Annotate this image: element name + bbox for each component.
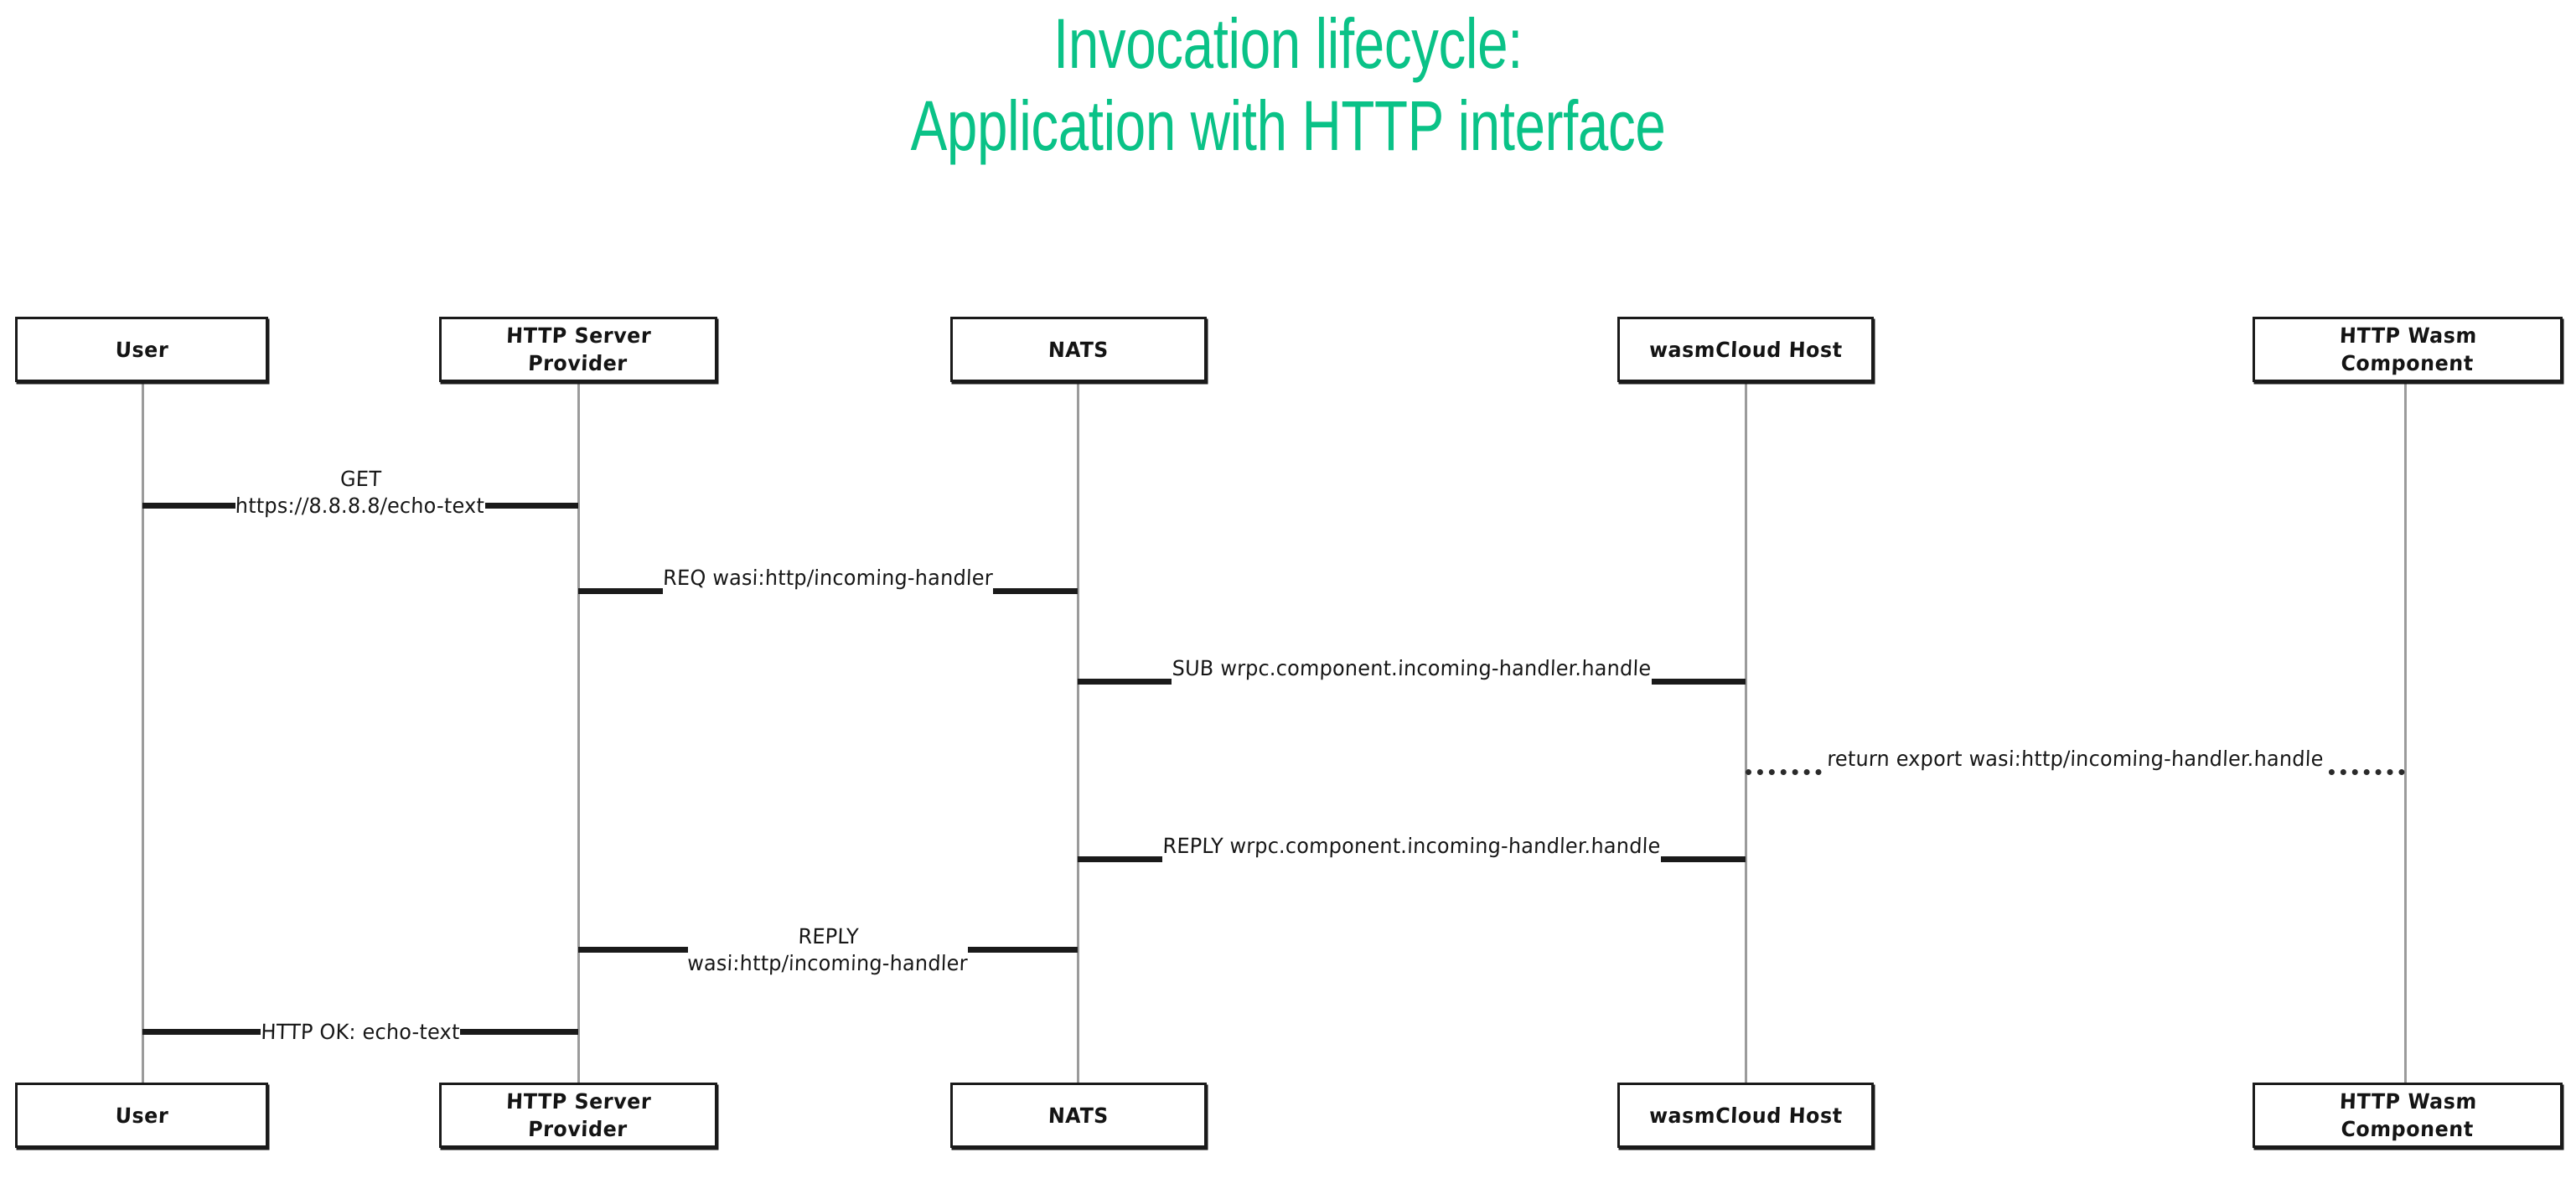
participant-label-provider-bottom: HTTP Server Provider [505, 1089, 652, 1141]
message-7-user-to-provider[interactable]: HTTP OK: echo-text [142, 1020, 578, 1044]
participant-box-provider-bottom[interactable]: HTTP Server Provider [439, 1083, 717, 1148]
participant-box-component-top[interactable]: HTTP Wasm Component [2253, 317, 2563, 382]
participant-label-nats-bottom: NATS [1047, 1103, 1110, 1128]
message-label-backdrop-6 [687, 944, 969, 955]
message-label-backdrop-7 [261, 1026, 460, 1037]
message-label-backdrop-4 [1827, 767, 2324, 778]
participant-label-component-top: HTTP Wasm Component [2339, 323, 2478, 375]
participant-label-user-bottom: User [114, 1103, 169, 1128]
page-title: Invocation lifecycle: Application with H… [0, 8, 2576, 162]
message-2-provider-to-nats[interactable]: REQ wasi:http/incoming-handler [578, 566, 1078, 597]
participant-label-host-bottom: wasmCloud Host [1648, 1103, 1843, 1128]
participant-box-user-top[interactable]: User [15, 317, 268, 382]
lifeline-component [2404, 382, 2407, 1083]
participant-box-component-bottom[interactable]: HTTP Wasm Component [2253, 1083, 2563, 1148]
lifeline-nats [1077, 382, 1079, 1083]
message-label-backdrop-5 [1162, 854, 1661, 865]
message-label-backdrop-1 [235, 500, 485, 511]
lifeline-user [142, 382, 144, 1083]
message-6-provider-to-nats[interactable]: REPLY wasi:http/incoming-handler [578, 924, 1078, 975]
lifeline-provider [577, 382, 580, 1083]
message-4-host-to-component[interactable]: return export wasi:http/incoming-handler… [1746, 747, 2405, 778]
title-line-2: Application with HTTP interface [910, 85, 1666, 165]
lifeline-host [1745, 382, 1747, 1083]
participant-box-host-top[interactable]: wasmCloud Host [1617, 317, 1874, 382]
participant-box-user-bottom[interactable]: User [15, 1083, 268, 1148]
participant-label-provider-top: HTTP Server Provider [505, 323, 652, 375]
title-line-1: Invocation lifecycle: [1053, 4, 1523, 83]
message-5-nats-to-host[interactable]: REPLY wrpc.component.incoming-handler.ha… [1078, 834, 1746, 865]
participant-label-component-bottom: HTTP Wasm Component [2339, 1089, 2478, 1141]
message-1-user-to-provider[interactable]: GET https://8.8.8.8/echo-text [142, 467, 578, 518]
message-label-backdrop-2 [663, 586, 993, 597]
participant-label-host-top: wasmCloud Host [1648, 337, 1843, 362]
participant-box-nats-bottom[interactable]: NATS [950, 1083, 1207, 1148]
participant-box-nats-top[interactable]: NATS [950, 317, 1207, 382]
participant-label-user-top: User [114, 337, 169, 362]
participant-label-nats-top: NATS [1047, 337, 1110, 362]
message-3-nats-to-host[interactable]: SUB wrpc.component.incoming-handler.hand… [1078, 656, 1746, 687]
message-label-backdrop-3 [1172, 676, 1652, 687]
participant-box-host-bottom[interactable]: wasmCloud Host [1617, 1083, 1874, 1148]
participant-box-provider-top[interactable]: HTTP Server Provider [439, 317, 717, 382]
